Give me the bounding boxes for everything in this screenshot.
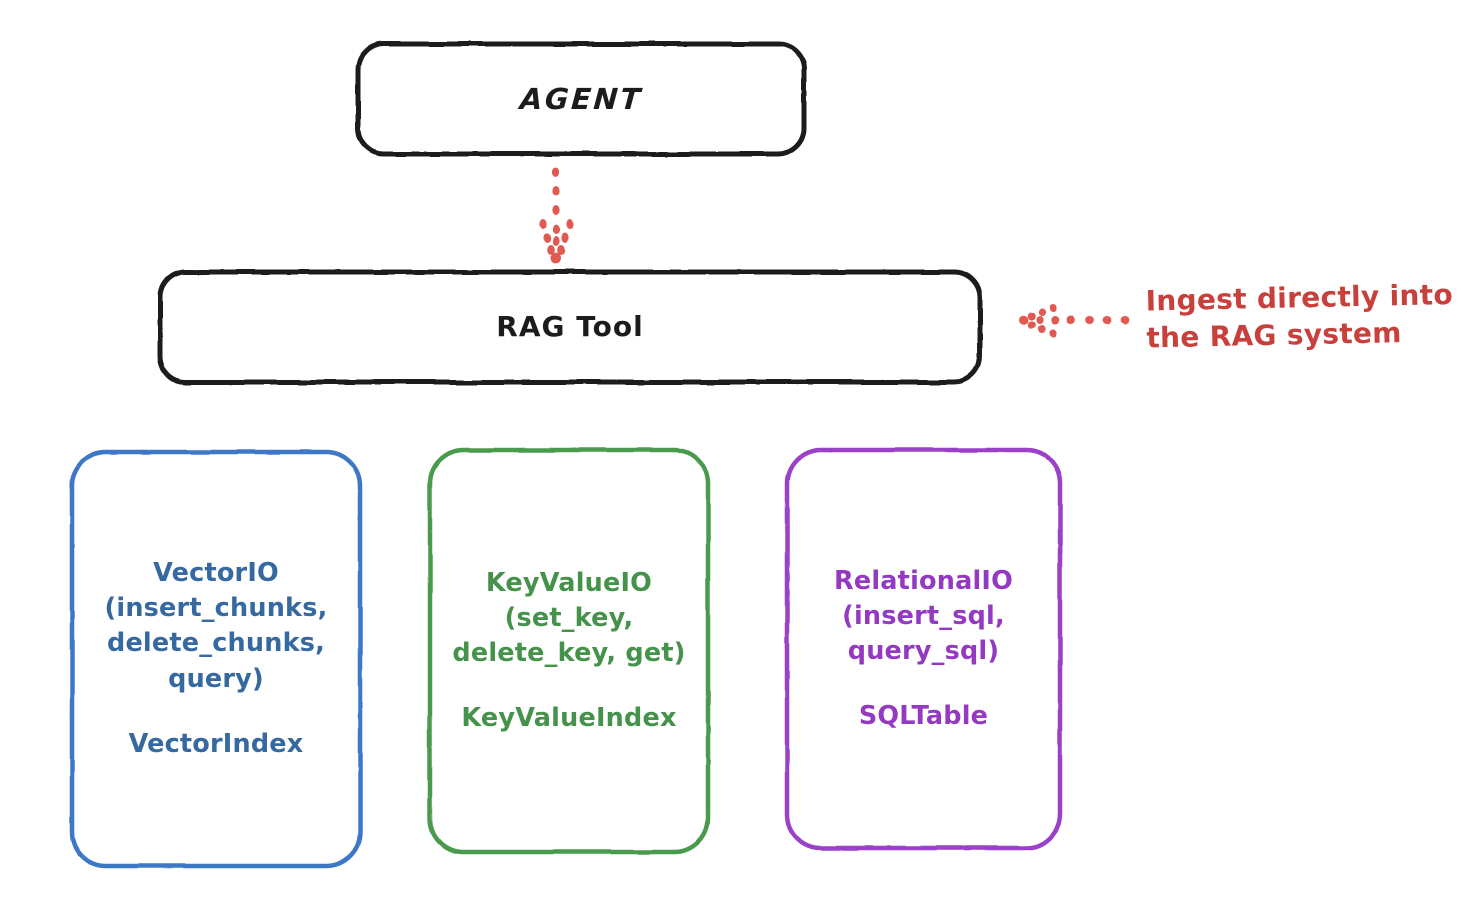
rag-tool-node[interactable]: RAG Tool [158,270,982,384]
rag-tool-label: RAG Tool [496,310,644,344]
keyvalueio-node[interactable]: KeyValueIO (set_key, delete_key, get) Ke… [428,448,710,854]
relationalio-node[interactable]: RelationalIO (insert_sql, query_sql) SQL… [785,448,1062,850]
rag-tool-box[interactable] [157,269,983,385]
keyvalueio-label: KeyValueIO (set_key, delete_key, get) [452,567,686,668]
keyvalueio-box[interactable] [427,447,711,855]
relationalio-sqltable-label: SQLTable [858,701,989,732]
vectorio-node[interactable]: VectorIO (insert_chunks, delete_chunks, … [70,450,362,868]
vectorio-index-label: VectorIndex [128,728,304,759]
ingest-to-rag-connector-icon [1019,304,1130,337]
keyvalueio-index-label: KeyValueIndex [461,703,677,734]
vectorio-label: VectorIO (insert_chunks, delete_chunks, … [104,558,328,694]
agent-node[interactable]: AGENT [356,42,806,156]
relationalio-box[interactable] [784,447,1063,851]
vectorio-box[interactable] [69,449,363,869]
agent-label: AGENT [518,81,644,116]
relationalio-label: RelationalIO (insert_sql, query_sql) [834,565,1013,666]
ingest-annotation-label: Ingest directly into the RAG system [1145,278,1454,355]
agent-to-rag-connector-icon [539,167,574,264]
agent-box[interactable] [355,41,807,157]
